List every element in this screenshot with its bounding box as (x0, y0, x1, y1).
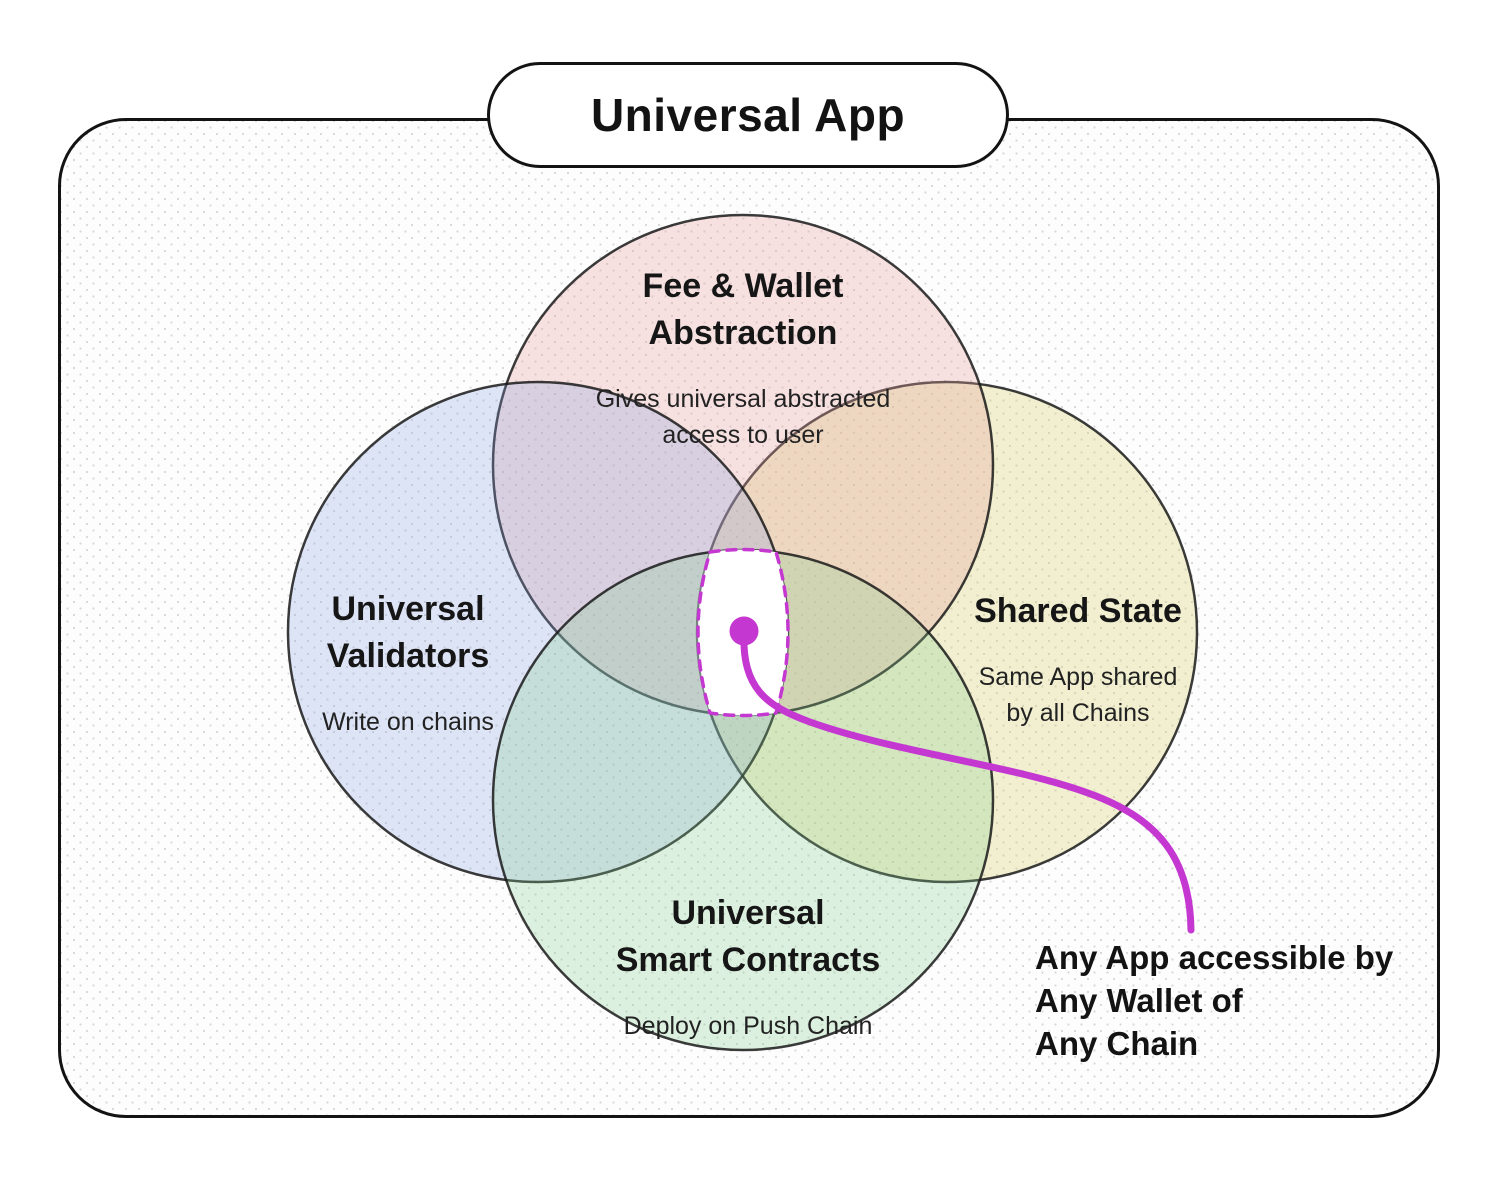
right-circle-label: Shared State Same App shared by all Chai… (928, 570, 1228, 749)
bottom-circle-description: Deploy on Push Chain (623, 1012, 873, 1040)
annotation-text: Any App accessible by Any Wallet of Any … (1035, 939, 1394, 1062)
left-circle-label: Universal Validators Write on chains (258, 568, 558, 758)
right-circle-description: Same App shared by all Chains (978, 663, 1178, 727)
title-pill: Universal App (487, 62, 1009, 168)
top-circle-description: Gives universal abstracted access to use… (595, 385, 891, 449)
bottom-circle-title: Universal Smart Contracts (615, 894, 881, 979)
top-circle-label: Fee & Wallet Abstraction Gives universal… (493, 245, 993, 471)
bottom-circle-label: Universal Smart Contracts Deploy on Push… (498, 872, 998, 1062)
top-circle-title: Fee & Wallet Abstraction (642, 267, 844, 352)
right-circle-title: Shared State (974, 592, 1182, 630)
left-circle-description: Write on chains (322, 708, 494, 736)
diagram-title: Universal App (590, 89, 906, 141)
left-circle-title: Universal Validators (326, 590, 490, 675)
